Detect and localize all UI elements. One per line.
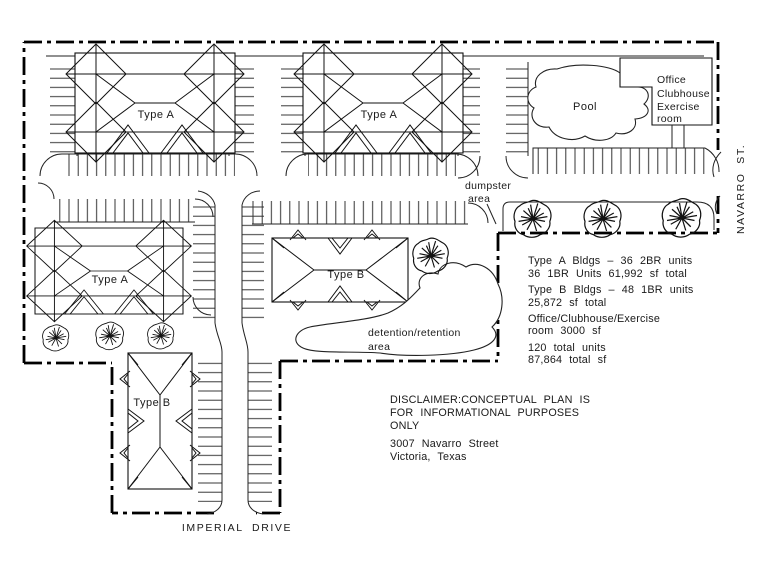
stats-line: room 3000 sf [528, 325, 602, 337]
stats-line: Type B Bldgs – 48 1BR units [528, 284, 694, 296]
parking-row [242, 205, 264, 323]
clubhouse-walkway [671, 125, 685, 148]
disclaimer-block: DISCLAIMER:CONCEPTUAL PLAN IS FOR INFORM… [390, 394, 590, 463]
navarro-driveway-curves [712, 151, 722, 215]
tree-icon [147, 322, 175, 350]
street-label-imperial: IMPERIAL DRIVE [182, 522, 292, 534]
building-type-a-2 [293, 43, 473, 163]
detention-label: detention/retention area [368, 327, 461, 353]
parking-row [248, 362, 272, 502]
stats-line: Type A Bldgs – 36 2BR units [528, 255, 693, 267]
address-line: Victoria, Texas [390, 451, 467, 463]
clubhouse-label: Office Clubhouse Exercise room [657, 74, 710, 125]
disclaimer-line: FOR INFORMATIONAL PURPOSES [390, 407, 579, 419]
street-label-navarro: NAVARRO ST. [735, 144, 747, 234]
building-type-a-3 [26, 219, 192, 323]
stats-line: 36 1BR Units 61,992 sf total [528, 268, 687, 280]
stats-line: Office/Clubhouse/Exercise [528, 313, 660, 325]
clubhouse-outline [619, 57, 713, 126]
pool-label: Pool [573, 101, 597, 113]
dumpster-label: dumpster area [465, 180, 511, 205]
parking-row [533, 148, 705, 174]
clubhouse-label-line: Office [657, 74, 686, 86]
building-label-type-a-2: Type A [361, 109, 398, 121]
building-label-type-a-3: Type A [92, 274, 129, 286]
dumpster-leader-line [486, 203, 497, 225]
tree-icon [42, 324, 70, 352]
parking-row [193, 205, 215, 323]
stats-block: Type A Bldgs – 36 2BR units 36 1BR Units… [528, 255, 694, 366]
parking-row [506, 62, 528, 156]
parking-row [62, 154, 235, 176]
parking-row [252, 201, 468, 224]
parking-row [54, 199, 195, 222]
building-type-b-2 [119, 352, 201, 490]
clubhouse-label-line: Clubhouse [657, 88, 710, 100]
detention-outline [295, 262, 503, 356]
parking-row [50, 62, 77, 156]
parking-row [281, 62, 305, 156]
tree-icon [412, 237, 449, 275]
tree-band-curb [502, 201, 715, 231]
parking-row [198, 362, 222, 502]
stats-line: 87,864 total sf [528, 354, 607, 366]
detention-label-line: detention/retention [368, 327, 461, 339]
tree-icon [661, 197, 702, 238]
building-label-type-b-1: Type B [327, 269, 364, 281]
dumpster-label-line: area [468, 193, 490, 205]
stats-line: 120 total units [528, 342, 606, 354]
address-line: 3007 Navarro Street [390, 438, 499, 450]
dumpster-label-line: dumpster [465, 180, 511, 192]
tree-icon [95, 321, 124, 351]
building-label-type-b-2: Type B [133, 397, 170, 409]
clubhouse-label-line: room [657, 113, 682, 125]
disclaimer-line: ONLY [390, 420, 419, 432]
parking-row [308, 154, 456, 176]
property-boundary [22, 40, 720, 515]
stats-line: 25,872 sf total [528, 297, 606, 309]
building-type-a-1 [65, 43, 245, 163]
disclaimer-line: DISCLAIMER:CONCEPTUAL PLAN IS [390, 394, 590, 406]
clubhouse-label-line: Exercise [657, 101, 700, 113]
detention-label-line: area [368, 341, 390, 353]
building-label-type-a-1: Type A [138, 109, 175, 121]
